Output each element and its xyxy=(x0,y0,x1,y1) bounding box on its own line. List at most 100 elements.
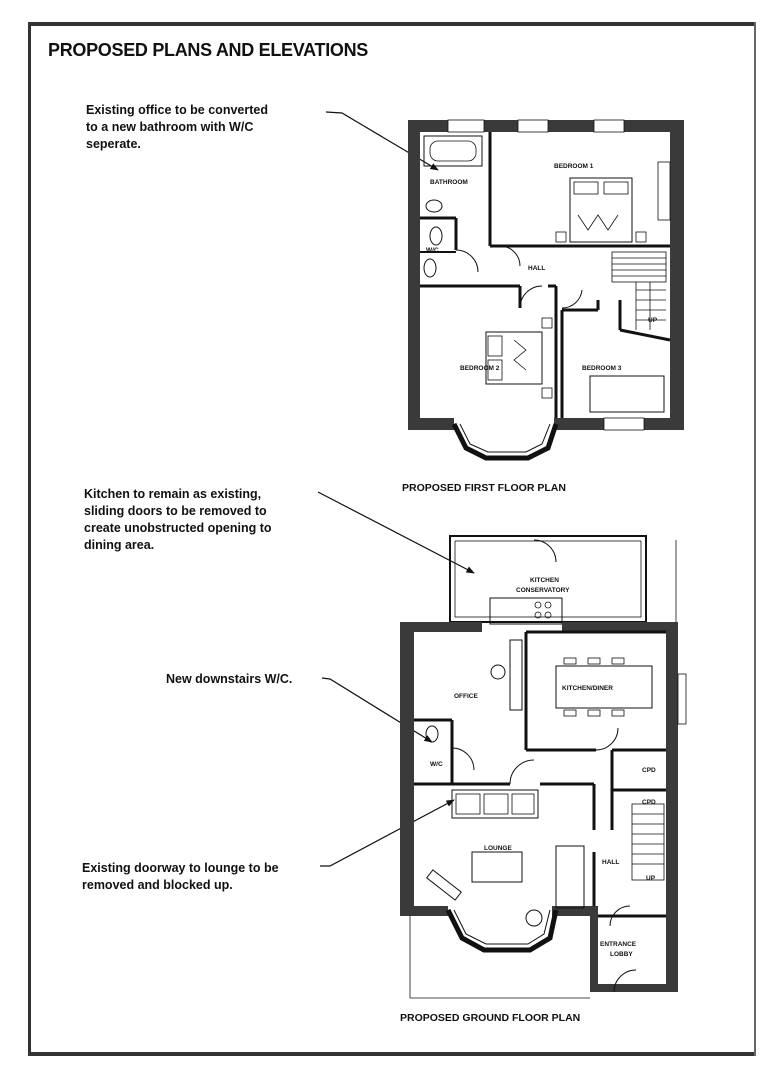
desk xyxy=(509,639,523,711)
room-label-lounge: LOUNGE xyxy=(484,845,512,852)
leader-line xyxy=(321,677,433,743)
door-swing xyxy=(509,759,535,785)
tv-unit xyxy=(426,869,462,901)
note-kitchen: Kitchen to remain as existing, sliding d… xyxy=(84,486,272,554)
room-label-wc: W/C xyxy=(426,247,439,254)
note-line: create unobstructed opening to xyxy=(84,521,272,535)
wall-porch xyxy=(590,906,598,992)
bed xyxy=(485,331,543,385)
leader-line xyxy=(325,111,439,171)
hob xyxy=(534,601,542,609)
note-line: Existing doorway to lounge to be xyxy=(82,861,279,875)
toilet xyxy=(425,725,439,743)
window xyxy=(657,161,671,221)
first-floor-plan: BATHROOM BEDROOM 1 W/C HALL UP BEDROOM 2… xyxy=(408,119,684,461)
bay-window-inner xyxy=(459,423,551,453)
note-line: New downstairs W/C. xyxy=(166,672,293,686)
door-swing xyxy=(595,727,619,751)
wall-porch xyxy=(590,984,678,992)
note-line: removed and blocked up. xyxy=(82,878,233,892)
bay-window xyxy=(451,422,559,461)
room-label-bedroom-1: BEDROOM 1 xyxy=(554,163,594,170)
wall-west xyxy=(408,120,420,430)
room-label-cupboard: CPD xyxy=(642,799,656,806)
wall-west xyxy=(400,622,414,916)
pillow xyxy=(573,181,599,195)
window xyxy=(593,119,625,133)
wall-north xyxy=(562,622,678,632)
sofa xyxy=(555,845,585,909)
wall-east xyxy=(670,120,684,430)
sofa-cushion xyxy=(455,793,481,815)
room-label-lobby: LOBBY xyxy=(610,951,633,958)
room-label-office: OFFICE xyxy=(454,693,478,700)
window xyxy=(517,119,549,133)
pillow xyxy=(603,181,629,195)
dining-table xyxy=(555,665,653,709)
door-swing xyxy=(519,285,543,309)
coffee-table xyxy=(471,851,523,883)
sofa xyxy=(451,789,539,819)
door-swing xyxy=(609,905,631,927)
bed xyxy=(589,375,665,413)
wall-south xyxy=(400,906,448,916)
door-swing xyxy=(499,245,521,267)
hob xyxy=(544,611,552,619)
plant xyxy=(525,909,543,927)
hob xyxy=(534,611,542,619)
door-swing xyxy=(451,747,475,771)
window xyxy=(677,673,687,725)
office-chair xyxy=(490,664,506,680)
bed xyxy=(569,177,633,243)
wall xyxy=(619,328,671,342)
first-floor-plan-title: PROPOSED FIRST FLOOR PLAN xyxy=(402,482,566,494)
note-line: sliding doors to be removed to xyxy=(84,504,267,518)
bay-window-inner xyxy=(453,909,551,945)
sheet-border-right xyxy=(754,22,756,1056)
room-label-kitchen: KITCHEN xyxy=(530,577,559,584)
staircase xyxy=(631,803,665,881)
room-label-bedroom-3: BEDROOM 3 xyxy=(582,365,622,372)
bath-inner xyxy=(429,140,477,162)
pillow xyxy=(487,335,503,357)
pillow xyxy=(487,359,503,381)
door-swing xyxy=(613,969,637,993)
note-line: to a new bathroom with W/C xyxy=(86,120,254,134)
door-swing xyxy=(533,539,557,563)
leader-line xyxy=(320,799,455,867)
bedside-table xyxy=(541,317,553,329)
hob xyxy=(544,601,552,609)
toilet xyxy=(423,258,437,278)
sheet-border-left xyxy=(28,22,31,1056)
note-line: dining area. xyxy=(84,538,155,552)
bedside-table xyxy=(635,231,647,243)
toilet xyxy=(429,226,443,246)
wall-north xyxy=(400,622,482,632)
room-label-wc: W/C xyxy=(430,761,443,768)
note-line: Kitchen to remain as existing, xyxy=(84,487,262,501)
conservatory-outline xyxy=(449,535,647,623)
sofa-cushion xyxy=(511,793,535,815)
bedside-table xyxy=(541,387,553,399)
wall-south xyxy=(552,906,594,916)
room-label-hall: HALL xyxy=(602,859,619,866)
stairs-up-label: UP xyxy=(646,875,656,882)
sheet-border-bottom xyxy=(28,1052,756,1056)
note-downstairs-wc: New downstairs W/C. xyxy=(166,671,292,688)
stairs-up-label: UP xyxy=(648,317,658,324)
staircase xyxy=(611,251,667,330)
sofa-cushion xyxy=(483,793,509,815)
bath xyxy=(423,135,483,167)
room-label-cupboard: CPD xyxy=(642,767,656,774)
window xyxy=(447,119,485,133)
wall-east xyxy=(666,622,678,992)
ground-floor-plan-title: PROPOSED GROUND FLOOR PLAN xyxy=(400,1012,581,1024)
room-label-bathroom: BATHROOM xyxy=(430,179,468,186)
door-swing xyxy=(561,289,583,309)
bedside-table xyxy=(555,231,567,243)
door-swing xyxy=(455,249,479,273)
note-line: seperate. xyxy=(86,137,141,151)
note-line: Existing office to be converted xyxy=(86,103,268,117)
